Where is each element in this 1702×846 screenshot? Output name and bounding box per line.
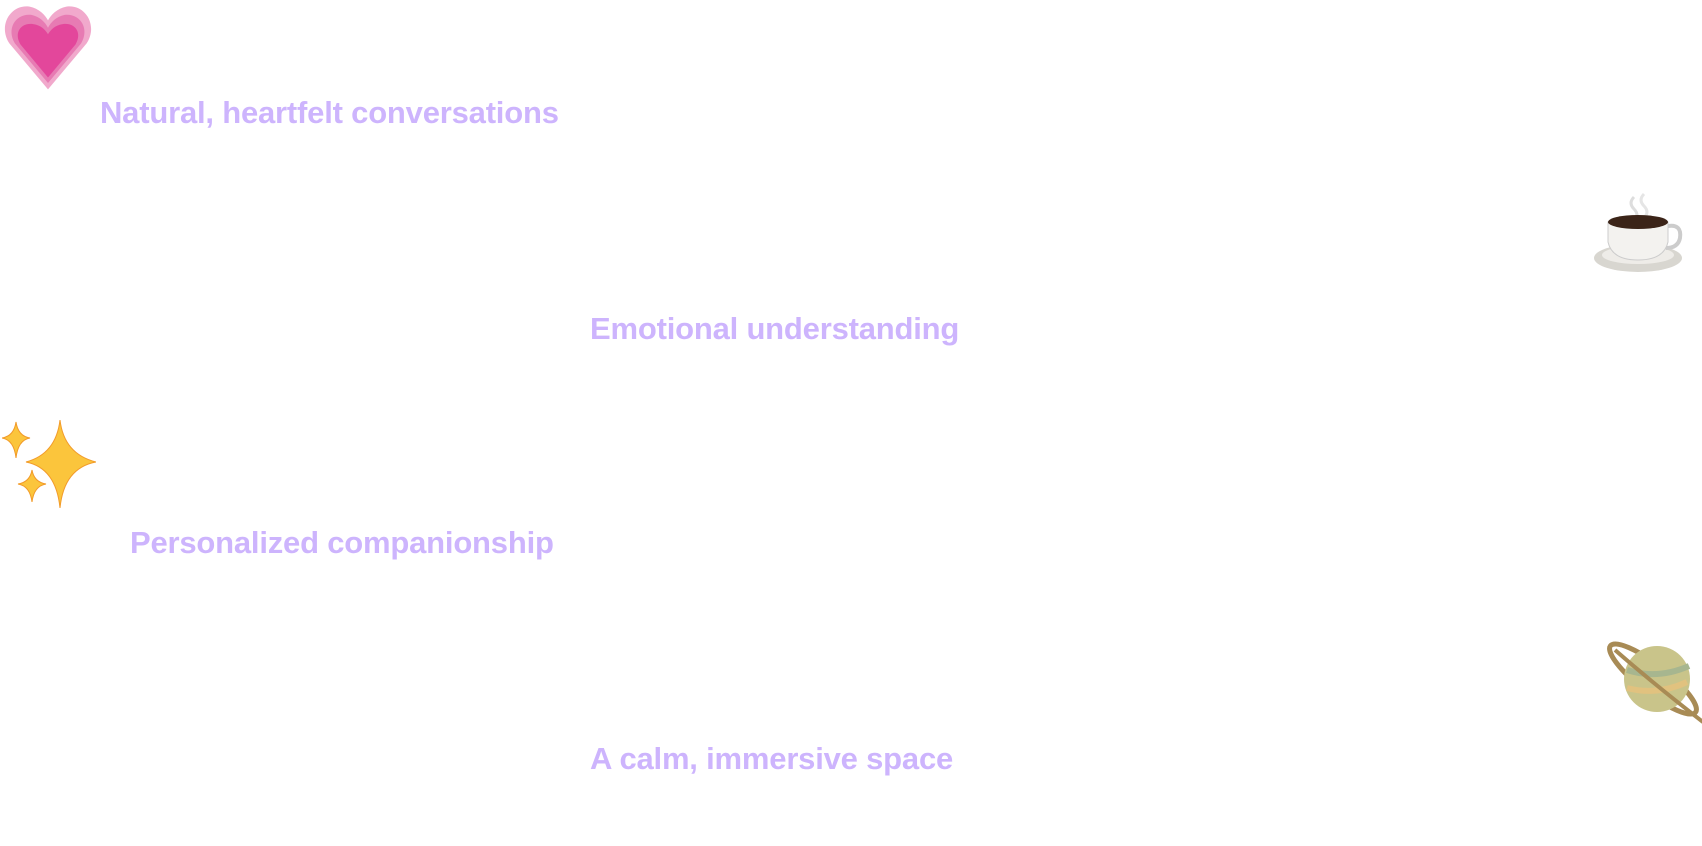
feature-personalized-companionship: Personalized companionship: [130, 525, 554, 560]
growing-heart-icon: [4, 6, 92, 90]
ringed-planet-icon: [1607, 641, 1702, 724]
sparkles-icon: [2, 420, 96, 509]
feature-natural-conversations: Natural, heartfelt conversations: [100, 95, 559, 130]
feature-emotional-understanding: Emotional understanding: [590, 311, 960, 346]
coffee-icon: [1594, 192, 1683, 272]
feature-calm-immersive-space: A calm, immersive space: [590, 741, 954, 776]
